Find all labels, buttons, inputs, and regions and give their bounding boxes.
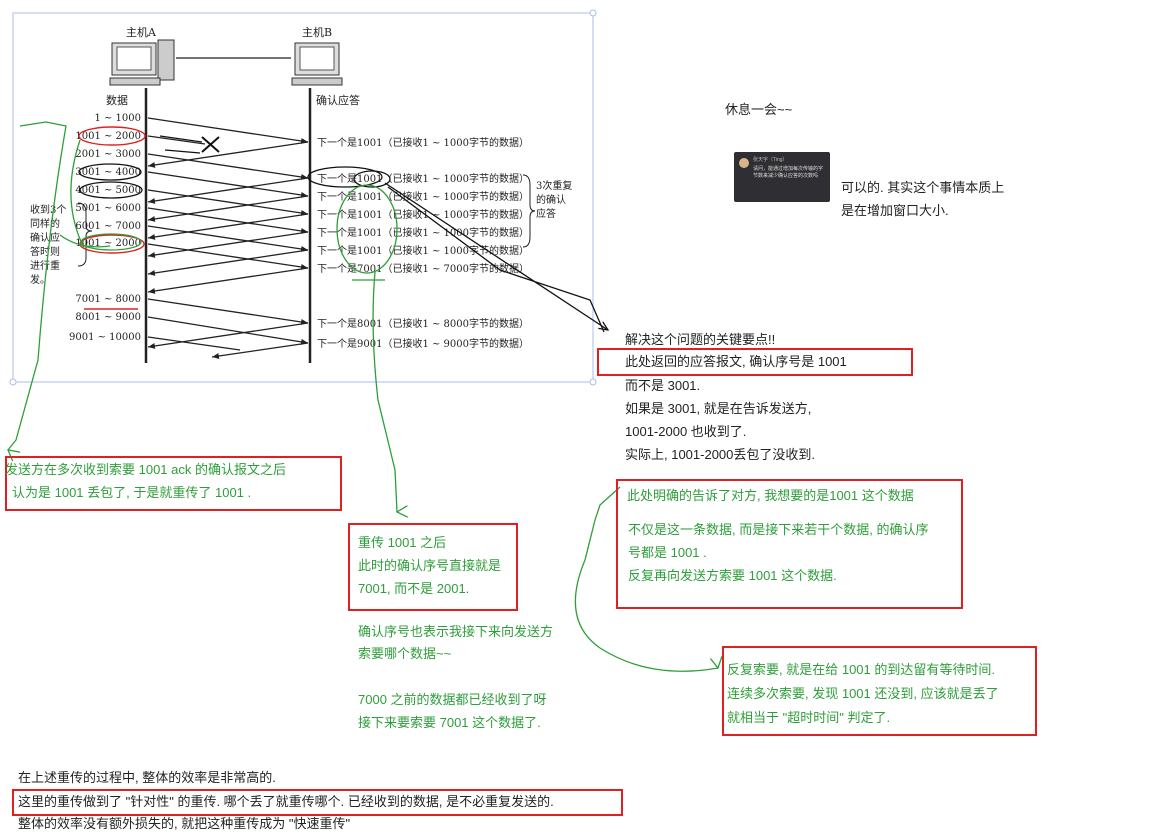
triple-ack-label-line: 3次重复 [536,179,572,192]
sender-note-line: 发送方在多次收到索要 1001 ack 的确认报文之后 [5,462,286,477]
lost-packet-x-icon [201,136,220,153]
key-line: 1001-2000 也收到了. [625,424,747,439]
retransmit-line: 此时的确认序号直接就是 [358,558,502,573]
key-highlight-text: 此处返回的应答报文, 确认序号是 1001 [625,354,847,369]
key-line: 实际上, 1001-2000丢包了没收到. [625,447,816,462]
host-b-label: 主机B [302,25,332,39]
summary-line: 在上述重传的过程中, 整体的效率是非常高的. [18,770,276,785]
retransmit-note-line: 收到3个 [30,203,66,216]
segment-label: 7001 ~ 8000 [75,294,141,305]
segment-label: 1001 ~ 2000 [75,238,141,249]
key-line: 而不是 3001. [625,378,701,393]
triple-ack-brace [522,174,536,248]
clear-request-line: 不仅是这一条数据, 而是接下来若干个数据, 的确认序 [628,522,929,537]
segment-label: 1 ~ 1000 [94,113,141,124]
ack-meaning-line: 7000 之前的数据都已经收到了呀 [358,692,547,707]
rest-note: 休息一会~~ [725,102,793,117]
segment-label: 4001 ~ 5000 [75,185,141,196]
key-line: 如果是 3001, 就是在告诉发送方, [625,401,812,416]
retransmit-note-line: 同样的 [30,217,60,230]
chat-thumbnail-message: 请问，能通过增加每次传输的字节数来减少确认应答的次数吗 [753,166,824,179]
timeout-line: 就相当于 "超时时间" 判定了. [727,710,891,725]
triple-ack-label-line: 应答 [536,207,556,220]
segment-label: 5001 ~ 6000 [75,203,141,214]
segment-label: 6001 ~ 7000 [75,221,141,232]
summary-highlight-box [12,789,623,816]
ack-label: 下一个是1001（已接收1 ~ 1000字节的数据） [317,172,529,185]
segment-label: 1001 ~ 2000 [75,131,141,142]
segment-label: 2001 ~ 3000 [75,149,141,160]
host-a-label: 主机A [126,25,157,39]
data-column-label: 数据 [106,93,128,107]
retransmit-note-line: 发。 [30,273,50,286]
ack-meaning-line: 接下来要索要 7001 这个数据了. [358,715,541,730]
ack-meaning-line: 索要哪个数据~~ [358,646,452,661]
retransmit-note-line: 确认应 [30,231,60,244]
retransmit-line: 7001, 而不是 2001. [358,581,470,596]
ack-label: 下一个是8001（已接收1 ~ 8000字节的数据） [317,317,529,330]
hand-annotations-black [78,135,608,333]
timeout-box [722,646,1037,736]
retransmit-box [348,523,518,611]
ack-label: 下一个是1001（已接收1 ~ 1000字节的数据） [317,190,529,203]
retransmit-line: 重传 1001 之后 [358,535,447,550]
ack-label: 下一个是1001（已接收1 ~ 1000字节的数据） [317,208,529,221]
ack-label: 下一个是7001（已接收1 ~ 7000字节的数据） [317,262,529,275]
hand-annotations-green [8,121,718,672]
arrows-b-to-a [147,141,309,359]
sender-note-line: 认为是 1001 丢包了, 于是就重传了 1001 . [12,485,252,500]
sender-note-box [5,456,342,511]
ack-label: 下一个是1001（已接收1 ~ 1000字节的数据） [317,136,529,149]
image-selection-frame[interactable] [12,12,594,383]
resize-handle[interactable] [589,378,597,386]
clear-request-line: 反复再向发送方索要 1001 这个数据. [628,568,837,583]
clear-request-line: 此处明确的告诉了对方, 我想要的是1001 这个数据 [627,488,914,503]
segment-label: 3001 ~ 4000 [75,167,141,178]
triple-ack-label-line: 的确认 [536,193,566,206]
key-highlight-box [597,348,913,376]
ack-label: 下一个是1001（已接收1 ~ 1000字节的数据） [317,244,529,257]
chat-thumbnail: 张天宇（Ting） 请问，能通过增加每次传输的字节数来减少确认应答的次数吗 [734,152,830,202]
reply-line: 是在增加窗口大小. [841,203,949,218]
chat-thumbnail-name: 张天宇（Ting） [753,157,788,163]
key-point-title: 解决这个问题的关键要点!! [625,332,776,347]
clear-request-box [616,479,963,609]
clear-request-line: 号都是 1001 . [628,545,707,560]
retransmit-note-brace [77,202,93,267]
timeout-line: 连续多次索要, 发现 1001 还没到, 应该就是丢了 [727,686,999,701]
ack-column-label: 确认应答 [316,93,360,107]
segment-label: 8001 ~ 9000 [75,312,141,323]
timeout-line: 反复索要, 就是在给 1001 的到达留有等待时间. [727,662,995,677]
ack-label: 下一个是1001（已接收1 ~ 1000字节的数据） [317,226,529,239]
arrows-a-to-b [147,117,309,351]
host-a-computer-icon [109,39,175,86]
summary-line: 整体的效率没有额外损失的, 就把这种重传成为 "快速重传" [18,816,351,831]
retransmit-note-line: 进行重 [30,259,60,272]
segment-label: 9001 ~ 10000 [69,332,141,343]
reply-line: 可以的. 其实这个事情本质上 [841,180,1005,195]
summary-line: 这里的重传做到了 "针对性" 的重传. 哪个丢了就重传哪个. 已经收到的数据, … [18,794,554,809]
resize-handle[interactable] [589,9,597,17]
ack-meaning-line: 确认序号也表示我接下来向发送方 [358,624,554,639]
host-b-computer-icon [291,42,343,86]
retransmit-note-line: 答时则 [30,245,60,258]
ack-label: 下一个是9001（已接收1 ~ 9000字节的数据） [317,337,529,350]
avatar [739,158,749,168]
resize-handle[interactable] [9,378,17,386]
